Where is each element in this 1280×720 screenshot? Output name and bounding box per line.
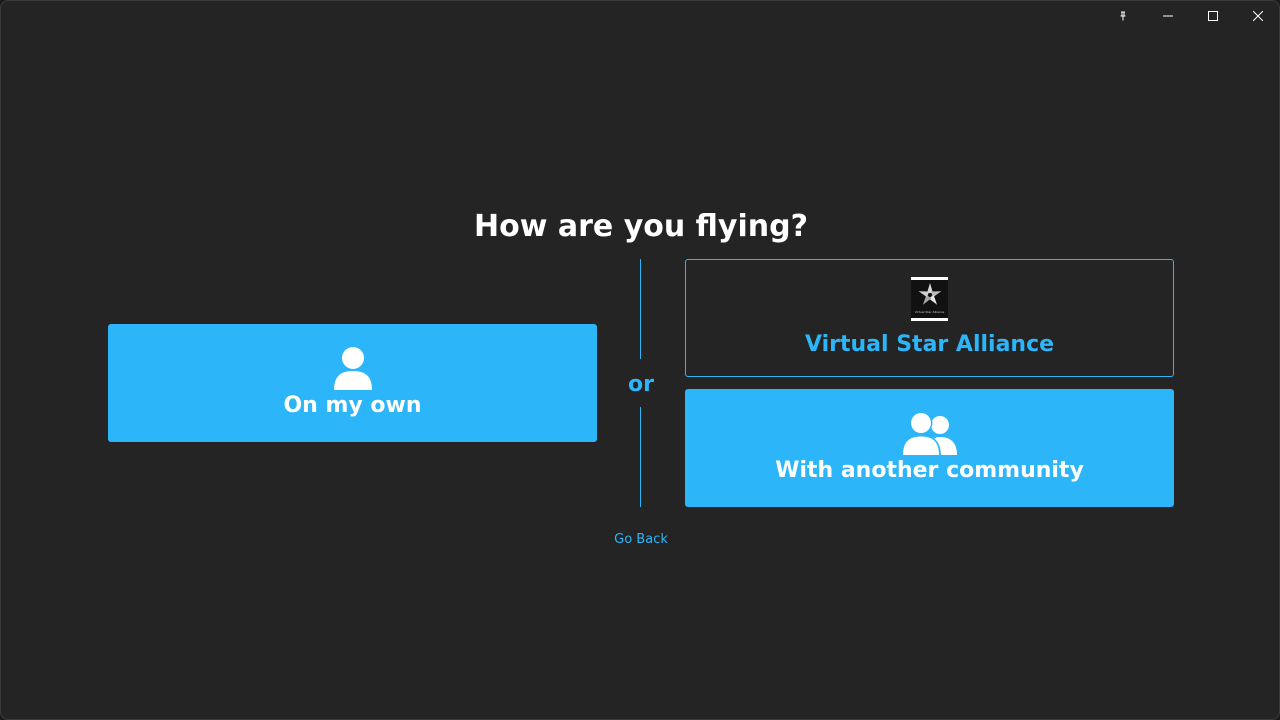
divider-top — [640, 259, 641, 359]
on-my-own-button[interactable]: On my own — [108, 324, 597, 442]
star-logo-icon — [918, 283, 941, 305]
people-icon — [901, 411, 957, 457]
virtual-star-alliance-logo: Virtual Star Alliance — [911, 277, 948, 321]
on-my-own-label: On my own — [283, 393, 422, 418]
minimize-button[interactable] — [1145, 1, 1190, 31]
another-community-label: With another community — [775, 458, 1084, 483]
divider-bottom — [640, 407, 641, 507]
close-button[interactable] — [1235, 1, 1279, 31]
minimize-icon — [1162, 15, 1173, 17]
logo-caption: Virtual Star Alliance — [914, 310, 945, 314]
maximize-button[interactable] — [1190, 1, 1235, 31]
or-separator: or — [628, 372, 654, 397]
pin-button[interactable] — [1100, 1, 1145, 31]
pin-icon — [1120, 11, 1125, 21]
go-back-link[interactable]: Go Back — [614, 532, 668, 547]
virtual-star-alliance-button[interactable]: Virtual Star Alliance Virtual Star Allia… — [685, 259, 1174, 377]
another-community-button[interactable]: With another community — [685, 389, 1174, 507]
page-title: How are you flying? — [474, 209, 808, 244]
virtual-star-alliance-label: Virtual Star Alliance — [804, 332, 1055, 357]
close-icon — [1252, 11, 1263, 21]
maximize-icon — [1207, 11, 1218, 21]
person-icon — [333, 347, 372, 390]
